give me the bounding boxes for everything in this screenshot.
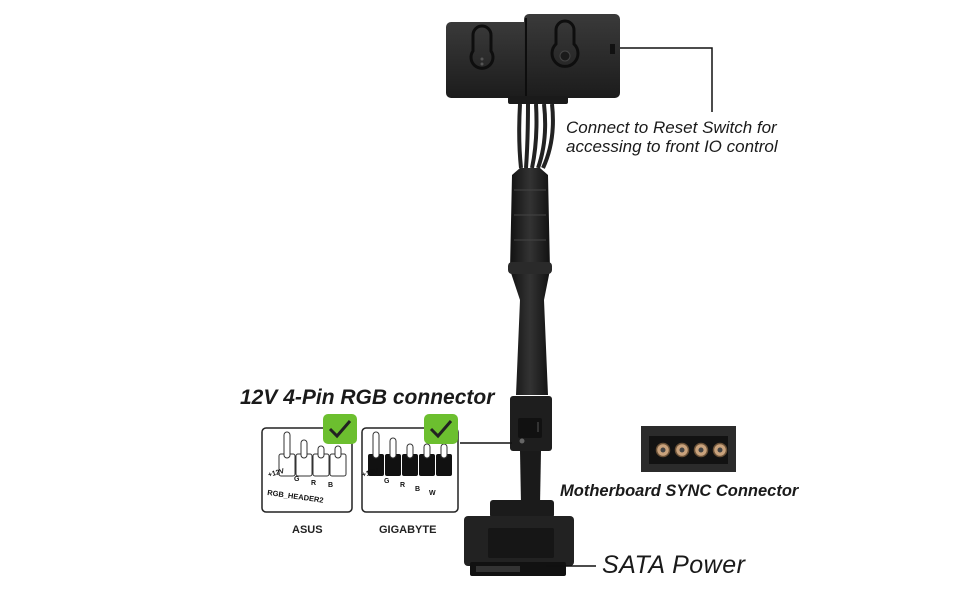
gigabyte-pin-labels: +12V G R B W bbox=[361, 467, 458, 498]
rgb-plug bbox=[510, 396, 552, 505]
asus-pin-r: R bbox=[311, 480, 317, 487]
gigabyte-pin-b: B bbox=[415, 486, 421, 493]
sync-connector-diagram bbox=[641, 426, 736, 472]
reset-switch-label-line1: Connect to Reset Switch for bbox=[566, 118, 777, 137]
reset-switch-label-line2: accessing to front IO control bbox=[566, 137, 778, 156]
hub-wire-bundle bbox=[508, 96, 568, 395]
gigabyte-pin-12v: +12V bbox=[361, 467, 380, 480]
asus-pin-g: G bbox=[294, 476, 300, 483]
gigabyte-pin-g: G bbox=[384, 478, 390, 485]
asus-pin-b: B bbox=[328, 482, 334, 489]
gigabyte-pin-r: R bbox=[400, 482, 406, 489]
rgb-hub-device bbox=[446, 14, 620, 98]
gigabyte-header-diagram bbox=[361, 414, 459, 513]
asus-pin-12v: +12V bbox=[267, 467, 286, 480]
reset-leader-line bbox=[620, 47, 713, 112]
gigabyte-label: GIGABYTE bbox=[379, 524, 437, 536]
asus-header-diagram bbox=[261, 414, 357, 513]
asus-pin-labels: +12V G R B bbox=[267, 467, 352, 490]
reset-switch-label: Connect to Reset Switch for accessing to… bbox=[566, 118, 778, 156]
sync-connector-label: Motherboard SYNC Connector bbox=[560, 482, 799, 500]
rgb-connector-label: 12V 4-Pin RGB connector bbox=[240, 386, 495, 409]
asus-label: ASUS bbox=[292, 524, 323, 536]
sata-plug bbox=[464, 500, 574, 576]
gigabyte-pin-w: W bbox=[429, 490, 436, 497]
sata-power-label: SATA Power bbox=[602, 551, 746, 579]
